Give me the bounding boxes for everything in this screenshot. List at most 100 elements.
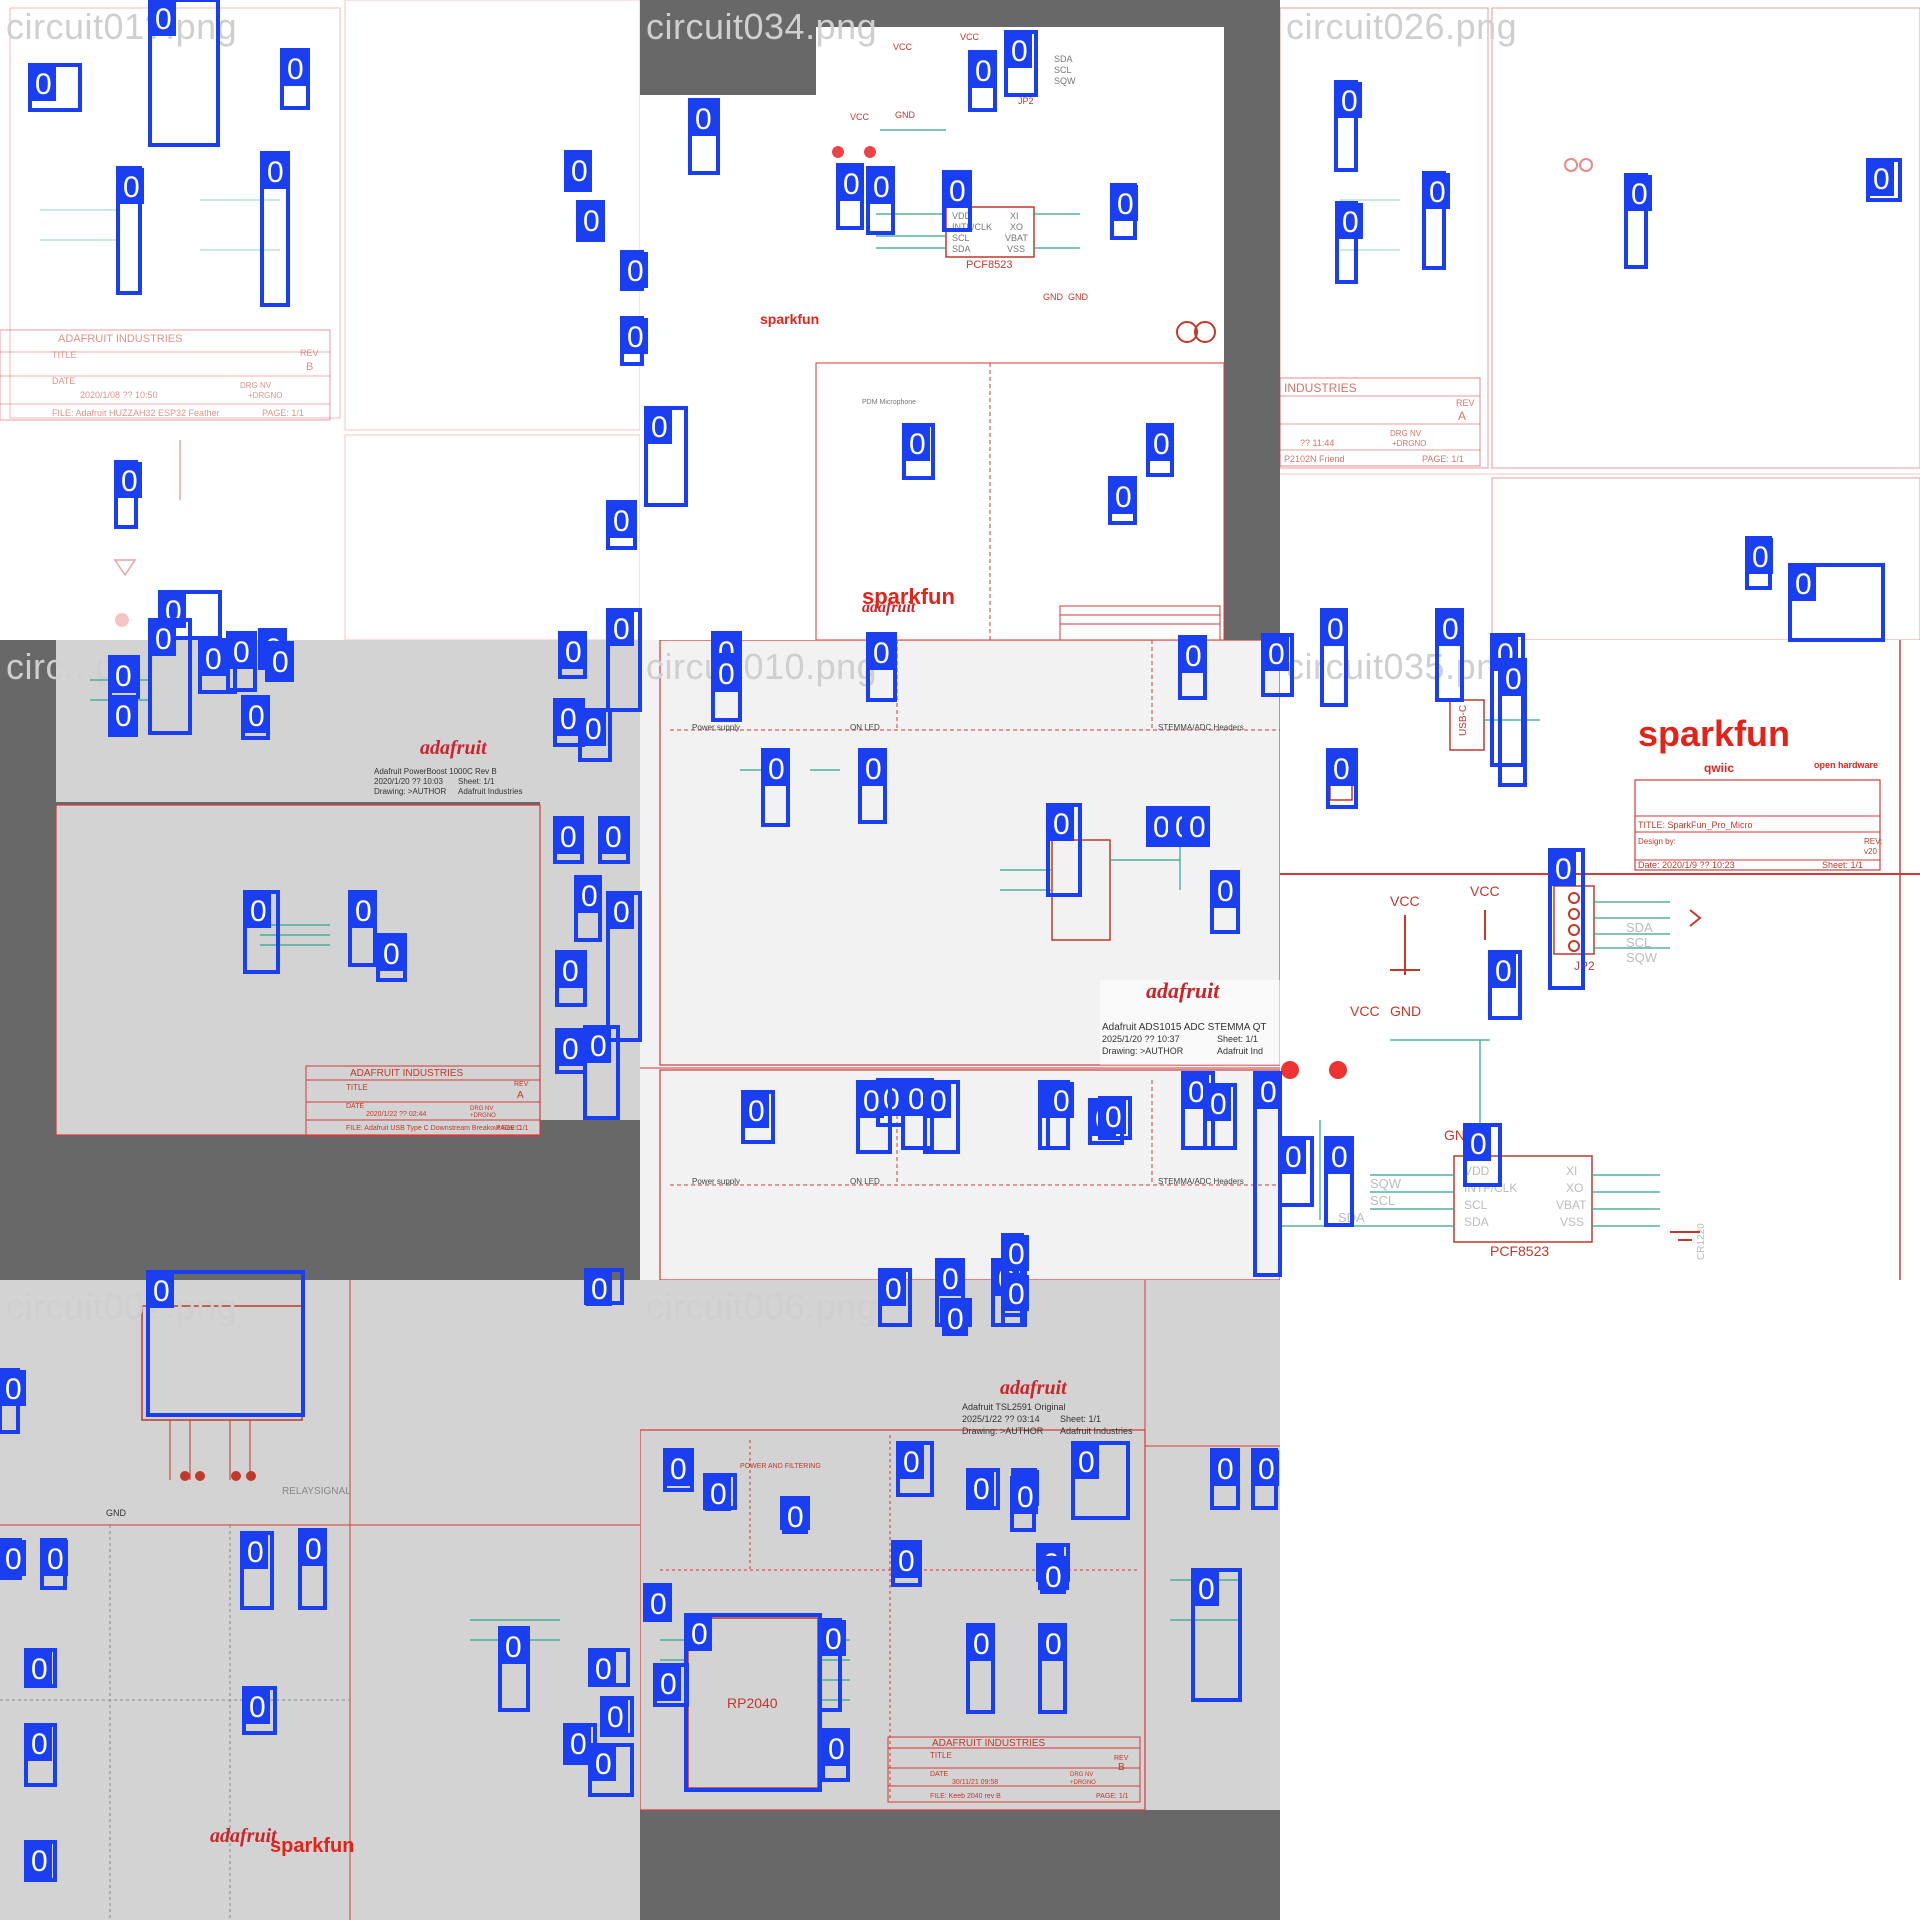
tb-c006-rev-label: REV <box>1114 1755 1129 1762</box>
tb-c0xx-company: ADAFRUIT INDUSTRIES <box>350 1068 463 1079</box>
rp2040-label: RP2040 <box>727 1695 778 1711</box>
mic-label: PDM Microphone <box>862 399 916 406</box>
pcf-pin-vbat: VBAT <box>1005 233 1028 243</box>
tile-label-circuit01: circuit01?.png <box>6 6 238 47</box>
power-filtering-label: POWER AND FILTERING <box>740 1463 821 1470</box>
tb-c0xx-page: PAGE: 1/1 <box>496 1125 529 1132</box>
schematic-circuit006: POWER AND FILTERING RP2040 adafruit Adaf… <box>640 1280 1280 1811</box>
tile-label-circuit035: circuit035.png <box>1286 646 1518 687</box>
vcc-label-2: VCC <box>960 32 980 42</box>
sparkfun-logo-small: sparkfun <box>760 311 819 327</box>
sqw-label-big: SQW <box>1626 950 1658 965</box>
tile-circuit006: POWER AND FILTERING RP2040 adafruit Adaf… <box>640 1280 1280 1920</box>
sda-label-big: SDA <box>1626 920 1653 935</box>
tb-c006-title-label: TITLE <box>930 1751 952 1760</box>
on-led-label-1: ON LED <box>850 723 880 732</box>
powerboost-drawing: Drawing: >AUTHOR <box>374 787 446 796</box>
adafruit-logo-c00x: adafruit <box>210 1825 278 1847</box>
adafruit-logo-c034: adafruit <box>862 599 916 616</box>
tb-c026-rev-label: REV <box>1456 398 1475 408</box>
tile-label-circuit0xx: circ...g <box>6 646 117 687</box>
sqw-label-big-2: SQW <box>1370 1176 1402 1191</box>
sf-date: Date: 2020/1/9 ?? 10:23 <box>1638 860 1735 870</box>
scl-label-big-2: SCL <box>1370 1193 1395 1208</box>
gnd-label-3: GND <box>1068 292 1089 302</box>
tile-circuit026: INDUSTRIES REV A ?? 11:44 DRG NV +DRGNO … <box>1280 0 1920 640</box>
tb-c01-company: ADAFRUIT INDUSTRIES <box>58 333 182 345</box>
schematic-circuit0xx: ADAFRUIT INDUSTRIES TITLE REV A DATE 202… <box>55 640 640 1137</box>
ads1015-company: Adafruit Ind <box>1217 1046 1263 1056</box>
sda-label-big-2: SDA <box>1338 1210 1365 1225</box>
on-led-label-2: ON LED <box>850 1177 880 1186</box>
gnd-label-big-1: GND <box>1390 1003 1421 1019</box>
tb-c006-drg-label: DRG NV <box>1070 1772 1093 1778</box>
tb-c01-date: 2020/1/08 ?? 10:50 <box>80 390 158 400</box>
tb-c0xx-drg-label: DRG NV <box>470 1106 493 1112</box>
tb-c006-file: FILE: Keeb 2040 rev B <box>930 1793 1001 1800</box>
tb-c01-drg: +DRGNO <box>248 391 282 400</box>
schematic-circuit035: sparkfun qwiic open hardware TITLE: Spar… <box>1280 640 1920 1280</box>
sf-sheet: Sheet: 1/1 <box>1822 860 1863 870</box>
pcf-big-pin-vss: VSS <box>1560 1215 1584 1229</box>
open-hardware-logo: open hardware <box>1814 760 1878 770</box>
sf-rev-label: REV: <box>1864 837 1882 846</box>
tb-c0xx-date-label: DATE <box>346 1103 364 1110</box>
tb-c0xx-rev: A <box>517 1090 524 1101</box>
tb-c026-page: PAGE: 1/1 <box>1422 454 1464 464</box>
schematic-circuit010: Power supply ON LED STEMMA/ADC Headers P… <box>640 640 1280 1280</box>
usb-c-label: USB-C <box>1458 705 1469 736</box>
tb-c01-date-label: DATE <box>52 376 75 386</box>
scl-label-1: SCL <box>1054 65 1072 75</box>
adafruit-logo-tsl2591: adafruit <box>1000 1377 1068 1399</box>
qwiic-logo: qwiic <box>1704 761 1734 775</box>
pcf-pin-vss: VSS <box>1007 244 1025 254</box>
tsl2591-company: Adafruit Industries <box>1060 1426 1133 1436</box>
schematic-circuit026: INDUSTRIES REV A ?? 11:44 DRG NV +DRGNO … <box>1280 7 1920 640</box>
adafruit-logo-powerboost: adafruit <box>420 737 488 759</box>
pcf8523-label-small: PCF8523 <box>966 259 1012 271</box>
vcc-label-1: VCC <box>893 42 913 52</box>
tsl2591-line1: Adafruit TSL2591 Original <box>962 1402 1065 1412</box>
tile-label-circuit034: circuit034.png <box>646 6 878 47</box>
stemma-label-2: STEMMA/ADC Headers <box>1158 1177 1244 1186</box>
pcf-big-pin-xo: XO <box>1566 1181 1583 1195</box>
tb-c006-drg: +DRGNO <box>1070 1780 1096 1786</box>
tb-c01-drg-label: DRG NV <box>240 381 272 390</box>
gnd-label-big-2: GND <box>1444 1127 1475 1143</box>
pcf-pin-vdd: VDD <box>952 211 972 221</box>
tb-c0xx-drg: +DRGNO <box>470 1113 496 1119</box>
pcf-pin-sda: SDA <box>952 244 971 254</box>
tb-c026-file: P2102N Friend <box>1284 454 1345 464</box>
scl-label-big: SCL <box>1626 935 1651 950</box>
relay-signal-label: RELAYSIGNAL <box>282 1486 351 1497</box>
schematic-circuit01: ADAFRUIT INDUSTRIES TITLE REV B DATE 202… <box>0 0 640 640</box>
vcc-label-big-3: VCC <box>1350 1003 1380 1019</box>
pcf-big-pin-scl: SCL <box>1464 1198 1488 1212</box>
tsl2591-drawing: Drawing: >AUTHOR <box>962 1426 1044 1436</box>
cr1220-label: CR1220 <box>1696 1223 1707 1260</box>
tb-c01-page: PAGE: 1/1 <box>262 408 304 418</box>
tile-label-circuit010: circuit010.png <box>646 646 878 687</box>
tile-label-circuit026: circuit026.png <box>1286 6 1518 47</box>
pcf-pin-scl: SCL <box>952 233 970 243</box>
ads1015-drawing: Drawing: >AUTHOR <box>1102 1046 1184 1056</box>
tb-c006-company: ADAFRUIT INDUSTRIES <box>932 1738 1045 1749</box>
pcf-pin-xo: XO <box>1010 222 1023 232</box>
tb-c026-rev: A <box>1458 409 1466 423</box>
pcf-pin-intf: INTF/CLK <box>952 222 992 232</box>
tile-label-circuit00x: circuit00?.png <box>6 1286 238 1327</box>
sf-title: TITLE: SparkFun_Pro_Micro <box>1638 820 1753 830</box>
powerboost-sheet: Sheet: 1/1 <box>458 777 495 786</box>
pcf-big-pin-vbat: VBAT <box>1556 1198 1587 1212</box>
tb-c026-time: ?? 11:44 <box>1300 438 1334 448</box>
pcf-pin-xi: XI <box>1010 211 1019 221</box>
gnd-label-2: GND <box>1043 292 1064 302</box>
tb-c01-title-label: TITLE <box>52 350 77 360</box>
schematic-circuit00x: RELAYSIGNAL GND sparkfun adafruit <box>0 1280 640 1920</box>
tile-circuit01: ADAFRUIT INDUSTRIES TITLE REV B DATE 202… <box>0 0 640 640</box>
sparkfun-logo-c00x: sparkfun <box>270 1835 354 1857</box>
stemma-label-1: STEMMA/ADC Headers <box>1158 723 1244 732</box>
power-supply-label-2: Power supply <box>692 1177 740 1186</box>
tb-c01-rev-label: REV <box>300 348 319 358</box>
tile-circuit00x: RELAYSIGNAL GND sparkfun adafruit circui… <box>0 1280 640 1920</box>
